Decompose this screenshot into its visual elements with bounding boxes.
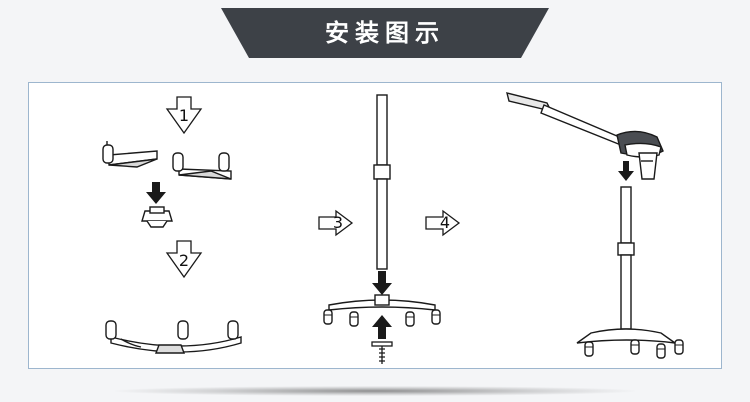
screw-up-arrow bbox=[372, 315, 392, 339]
base-hub bbox=[141, 206, 173, 228]
step-2-number: 2 bbox=[179, 251, 189, 270]
step-1-number: 1 bbox=[179, 106, 189, 125]
assembled-base bbox=[105, 320, 242, 354]
pole-insert-arrow bbox=[372, 271, 392, 295]
steamer-insert-arrow bbox=[618, 161, 634, 181]
banner-shape bbox=[221, 8, 549, 58]
step-4-number: 4 bbox=[440, 213, 450, 232]
bottom-shadow bbox=[115, 386, 635, 396]
steamer-head bbox=[616, 130, 664, 180]
steamer-pole bbox=[617, 186, 635, 330]
steamer-arm bbox=[506, 92, 625, 146]
screw bbox=[371, 341, 393, 364]
step-2-arrow bbox=[165, 240, 203, 279]
installation-diagram-panel: 1 2 bbox=[28, 82, 722, 369]
title-banner: 安装图示 bbox=[221, 8, 549, 58]
telescopic-pole bbox=[373, 94, 391, 270]
step-3-arrow bbox=[318, 209, 354, 237]
step-1-arrow bbox=[165, 96, 203, 135]
step-4-arrow bbox=[425, 209, 461, 237]
installation-diagram: 1 2 bbox=[102, 92, 684, 364]
base-legs-separated bbox=[102, 141, 232, 180]
assemble-arrow bbox=[146, 182, 166, 204]
steamer-base bbox=[576, 328, 684, 359]
page-title: 安装图示 bbox=[325, 19, 445, 47]
step-3-number: 3 bbox=[333, 213, 343, 232]
pole-base bbox=[323, 294, 441, 327]
